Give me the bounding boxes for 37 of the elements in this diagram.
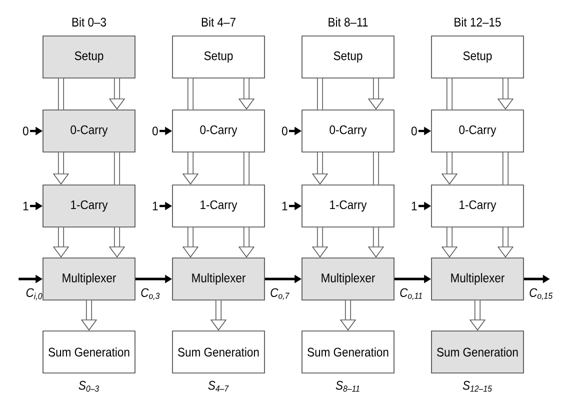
sum-generation-box: Sum Generation (172, 330, 265, 374)
input-value: 0 (23, 126, 28, 136)
multiplexer-box: Multiplexer (302, 258, 394, 300)
setup-box: Setup (431, 36, 524, 78)
sum-generation-box: Sum Generation (42, 330, 136, 374)
multiplexer-box: Multiplexer (42, 258, 136, 300)
setup-box: Setup (172, 36, 265, 78)
carry-label: C$_{o,3}$ (141, 288, 160, 300)
carry-box: 1-Carry (42, 184, 136, 228)
carry-label: C$_{i,0}$ (26, 288, 42, 300)
setup-box: Setup (42, 36, 136, 78)
carry-box: 0-Carry (431, 110, 524, 152)
input-value: 1 (412, 202, 417, 210)
input-value: 1 (152, 202, 158, 210)
carry-label: C$_{o,15}$ (530, 288, 553, 300)
sum-generation-box: Sum Generation (302, 330, 394, 374)
input-value: 0 (411, 126, 417, 136)
sum-generation-box: Sum Generation (431, 330, 524, 374)
carry-box: 1-Carry (431, 184, 524, 228)
carry-box: 1-Carry (302, 184, 394, 228)
sum-output-label: S$_{4–7}$ (208, 380, 229, 392)
input-value: 0 (282, 126, 288, 136)
carry-box: 1-Carry (172, 184, 265, 228)
multiplexer-box: Multiplexer (172, 258, 265, 300)
sum-output-label: S$_{8–11}$ (336, 380, 360, 392)
setup-box: Setup (302, 36, 394, 78)
sum-output-label: S$_{0–3}$ (78, 380, 99, 392)
carry-box: 0-Carry (42, 110, 136, 152)
carry-label: C$_{o,7}$ (270, 288, 290, 300)
carry-box: 0-Carry (302, 110, 394, 152)
sum-output-label: S$_{12–15}$ (462, 380, 492, 392)
input-value: 1 (282, 202, 288, 210)
carry-label: C$_{o,11}$ (400, 288, 422, 300)
multiplexer-box: Multiplexer (431, 258, 524, 300)
carry-box: 0-Carry (172, 110, 265, 152)
input-value: 0 (152, 126, 158, 136)
input-value: 1 (23, 202, 28, 210)
